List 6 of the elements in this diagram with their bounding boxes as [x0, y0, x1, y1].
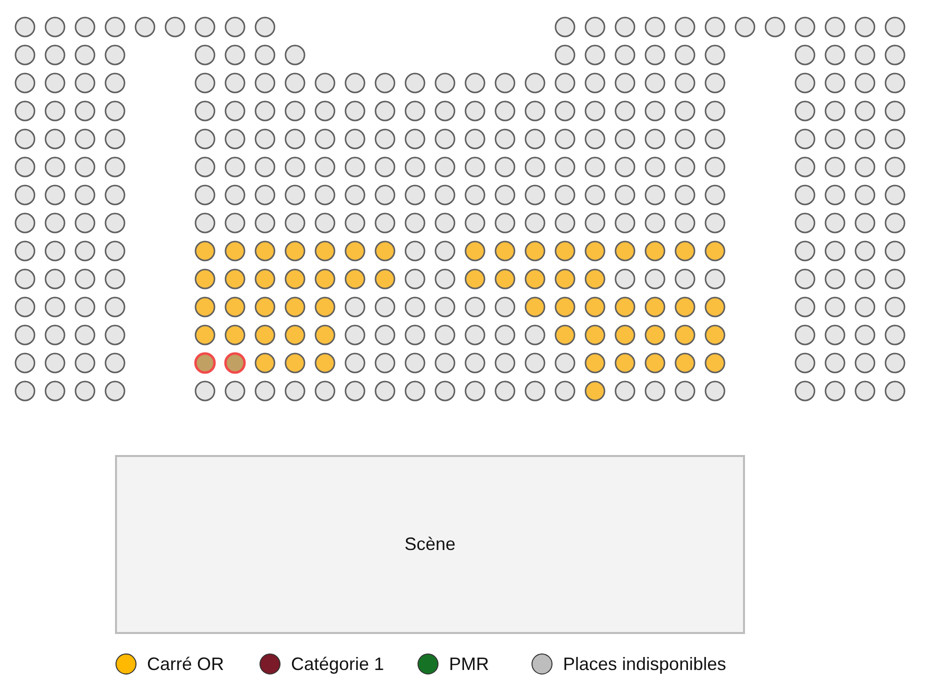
legend-label: Catégorie 1: [291, 654, 384, 674]
legend-label: PMR: [449, 654, 489, 674]
legend-label: Places indisponibles: [563, 654, 726, 674]
stage-area: [115, 455, 745, 634]
legend-label: Carré OR: [147, 654, 224, 674]
stage-label: Scène: [404, 534, 456, 555]
